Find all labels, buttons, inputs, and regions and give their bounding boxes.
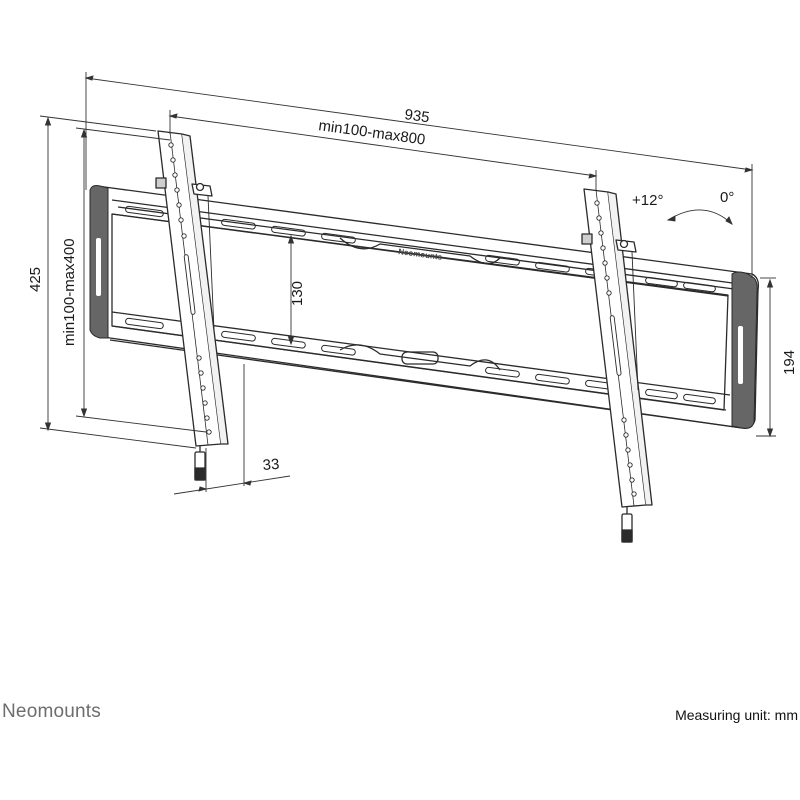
end-cap-right-slot — [738, 326, 743, 384]
right-mounting-arm — [581, 188, 653, 543]
right-arm-holes — [594, 200, 637, 497]
tilt-angle-label: +12° — [632, 192, 663, 209]
center-bulge — [339, 237, 501, 371]
dim-425-label: 425 — [27, 267, 44, 292]
dim-935-line — [85, 77, 753, 171]
brand-logo-text: Neomounts — [2, 701, 101, 722]
end-cap-left-slot — [96, 238, 101, 296]
dim-130-label: 130 — [289, 281, 306, 306]
dim-33-label: 33 — [262, 456, 280, 474]
tilt-arc — [667, 209, 733, 225]
dim-33-line — [173, 475, 291, 495]
left-arm-holes — [168, 142, 212, 435]
end-cap-right — [731, 271, 758, 429]
level-slot — [401, 351, 439, 365]
wall-plate — [96, 185, 760, 429]
dim-935-label: 935 — [403, 106, 430, 126]
left-mounting-arm — [155, 130, 229, 481]
measuring-unit-note: Measuring unit: mm — [675, 707, 798, 723]
dim-194-label: 194 — [781, 350, 798, 375]
zero-angle-label: 0° — [720, 189, 734, 206]
dimension-lines — [39, 72, 776, 495]
dim-vesa-v-label: min100-max400 — [61, 238, 78, 346]
bottom-rail-slots — [125, 317, 716, 405]
dim-vesa-h-line — [169, 115, 597, 177]
